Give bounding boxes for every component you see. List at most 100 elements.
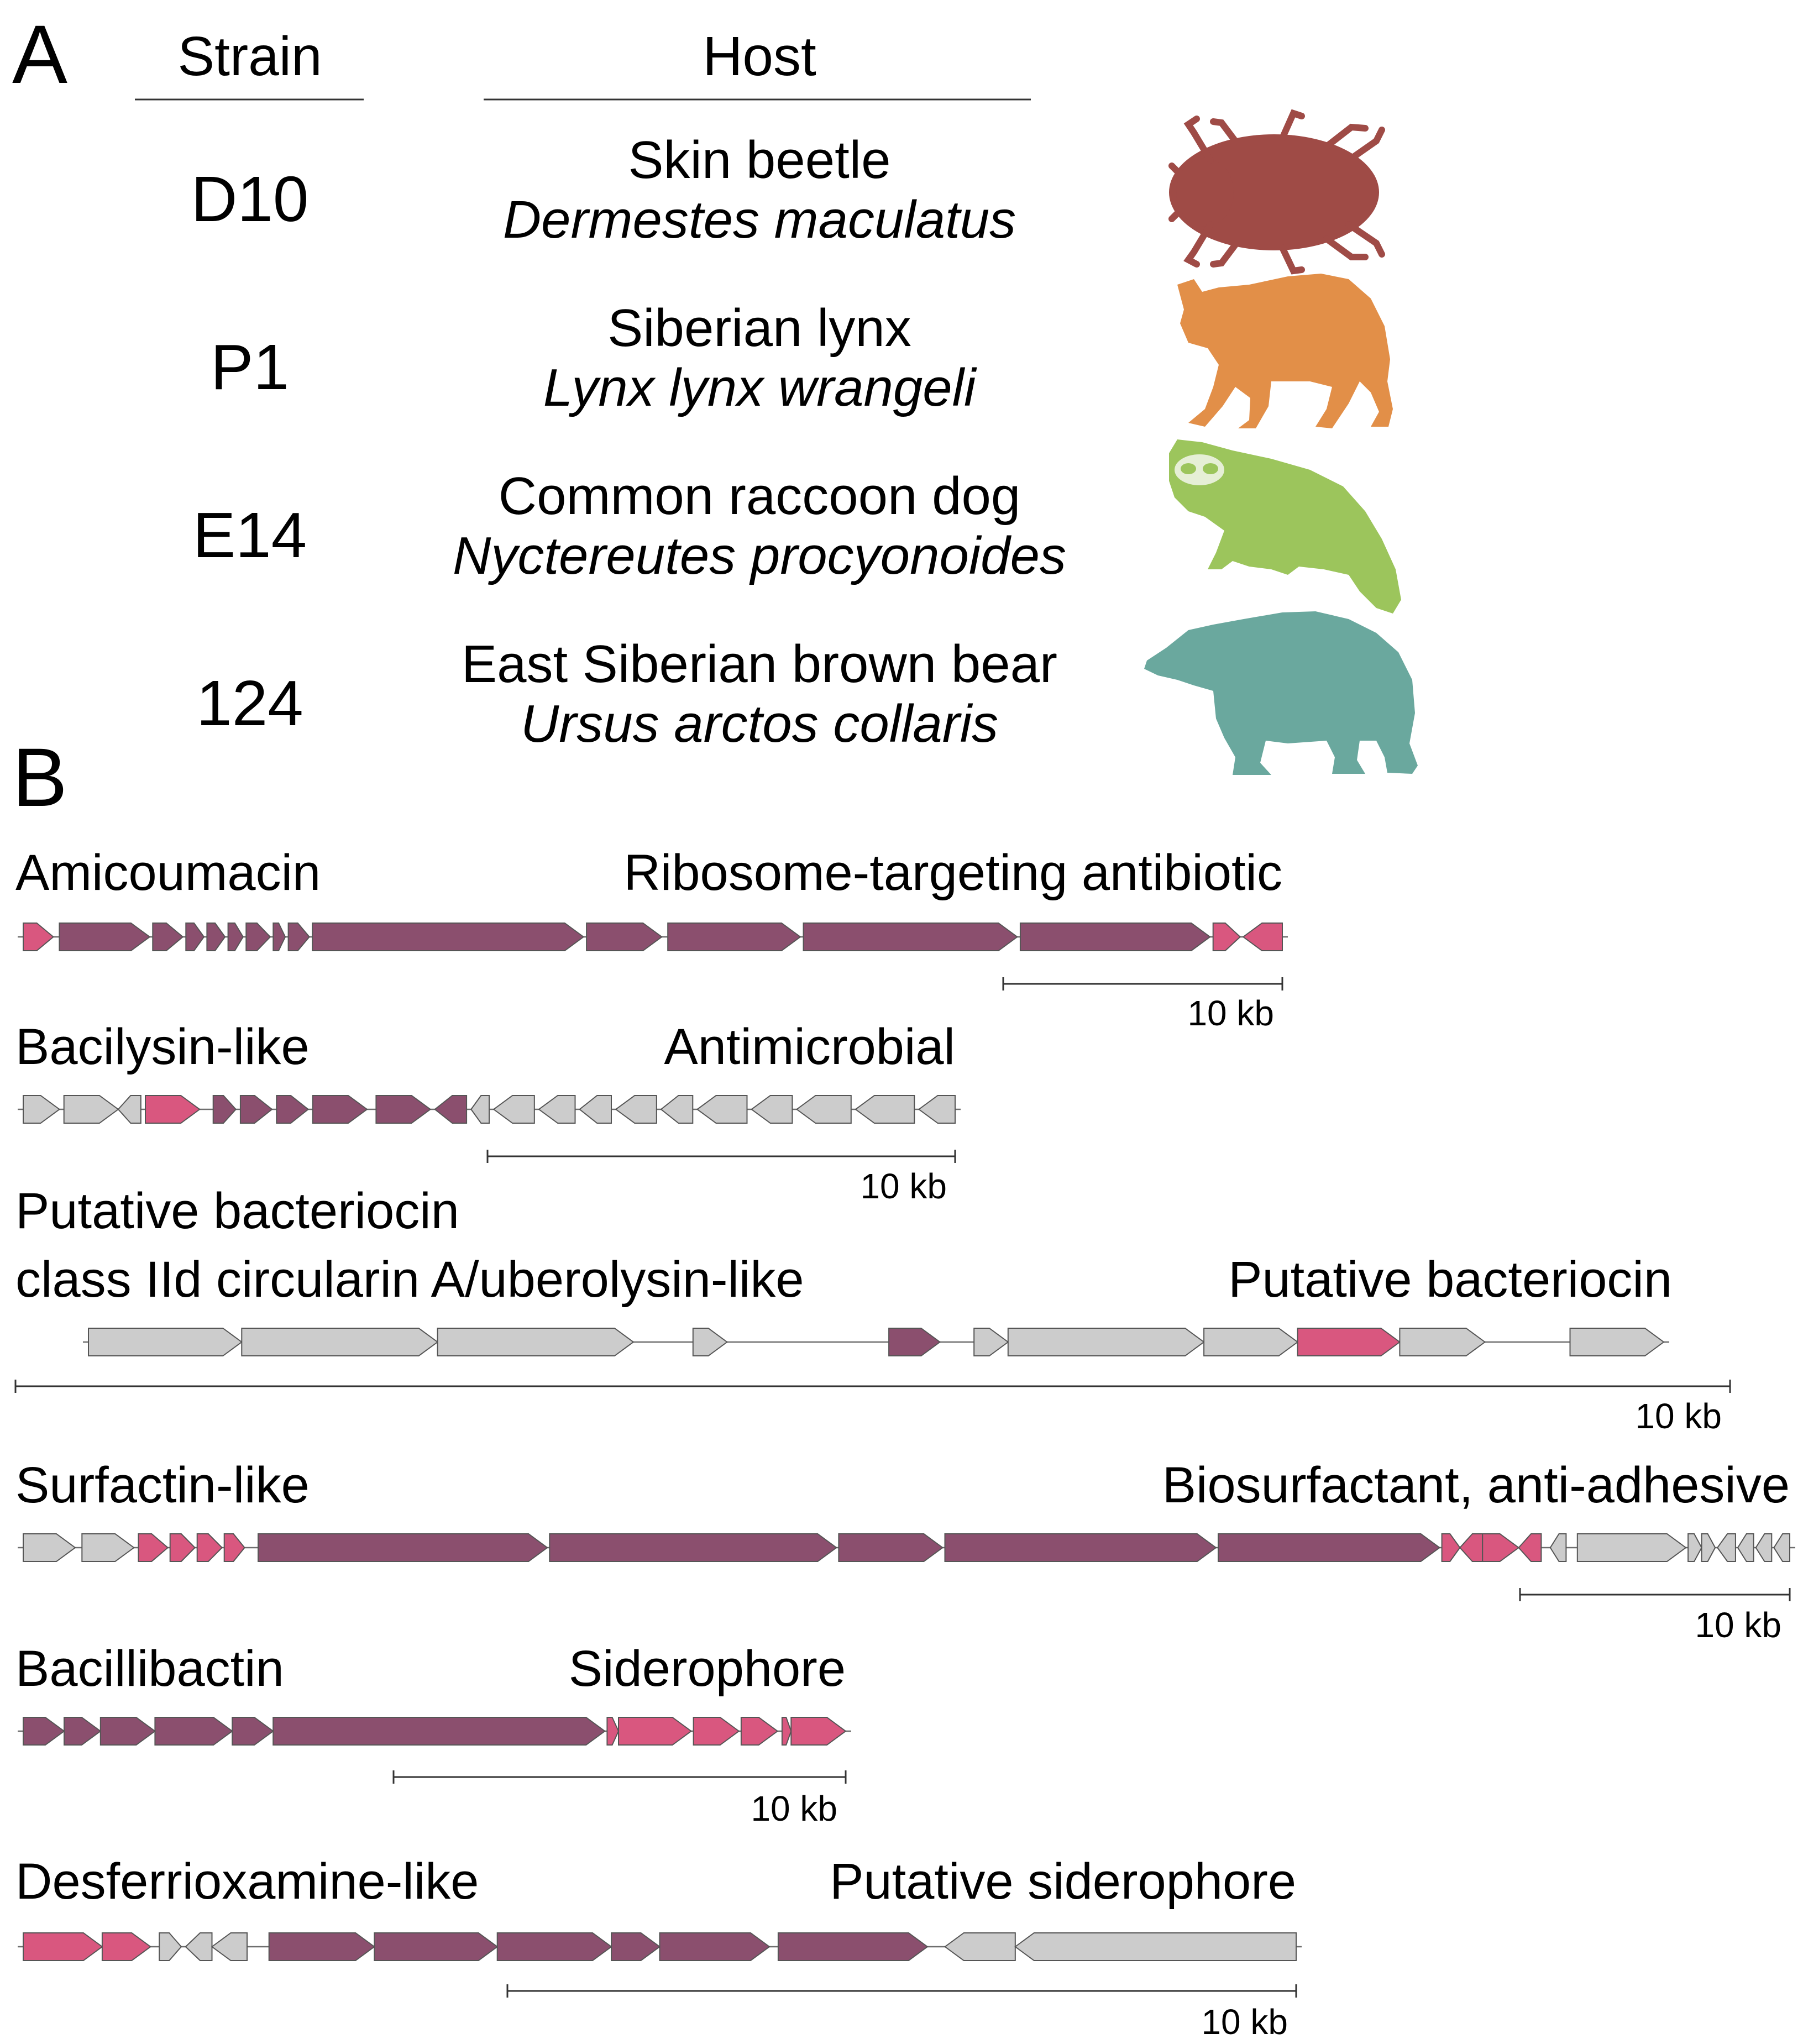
gene-arrow-other — [1399, 1328, 1486, 1356]
cluster-name-line1: Putative bacteriocin — [15, 1183, 459, 1239]
strain-id: 124 — [196, 667, 303, 739]
gene-track — [83, 1328, 1669, 1356]
gene-track — [18, 1095, 961, 1124]
gene-arrow-other — [88, 1328, 243, 1356]
gene-arrow-other — [615, 1095, 657, 1124]
gene-arrow-core — [239, 1095, 273, 1124]
gene-arrow-accessory — [138, 1533, 169, 1562]
gene-arrow-other — [470, 1095, 490, 1124]
host-row: P1 Siberian lynx Lynx lynx wrangeli — [211, 274, 1393, 428]
gene-arrow-accessory — [101, 1932, 151, 1961]
gene-track — [18, 1717, 851, 1746]
strain-id: P1 — [211, 331, 289, 403]
host-common-name: Siberian lynx — [607, 298, 911, 358]
raccoon-dog-icon — [1169, 439, 1401, 614]
gene-arrow-other — [579, 1095, 612, 1124]
gene-arrow-other — [23, 1095, 61, 1124]
gene-arrow-other — [492, 1095, 535, 1124]
gene-arrow-accessory — [169, 1533, 196, 1562]
cluster-activity: Putative bacteriocin — [1228, 1251, 1672, 1308]
host-scientific-name: Lynx lynx wrangeli — [543, 358, 977, 417]
gene-arrow-other — [1701, 1533, 1716, 1562]
panel-b-label: B — [12, 731, 67, 824]
strain-id: D10 — [191, 163, 309, 235]
gene-arrow-accessory — [1482, 1533, 1520, 1562]
gene-arrow-accessory — [223, 1533, 245, 1562]
cluster-name: Desferrioxamine-like — [15, 1853, 479, 1910]
host-row: D10 Skin beetle Dermestes maculatus — [191, 109, 1385, 275]
strain-column-header: Strain — [177, 25, 322, 87]
cluster-name: Bacilysin-like — [15, 1019, 310, 1075]
gene-cluster-desferrioxamine-like: Desferrioxamine-like Putative siderophor… — [15, 1853, 1302, 2042]
cluster-activity: Biosurfactant, anti-adhesive — [1162, 1457, 1790, 1513]
gene-arrow-core — [667, 923, 801, 951]
host-scientific-name: Ursus arctos collaris — [521, 694, 998, 753]
scale-label: 10 kb — [1187, 993, 1274, 1033]
host-row: 124 East Siberian brown bear Ursus arcto… — [196, 611, 1418, 775]
gene-arrow-core — [549, 1533, 837, 1562]
gene-arrow-other — [1576, 1533, 1687, 1562]
gene-arrow-core — [245, 923, 271, 951]
scale-label: 10 kb — [1695, 1605, 1781, 1645]
gene-arrow-core — [1019, 923, 1211, 951]
host-column-header: Host — [703, 25, 816, 87]
gene-track — [18, 1932, 1302, 1961]
gene-arrow-other — [855, 1095, 915, 1124]
gene-track — [18, 923, 1288, 951]
gene-arrow-core — [227, 923, 244, 951]
gene-arrow-other — [1014, 1932, 1297, 1961]
gene-arrow-other — [211, 1932, 248, 1961]
gene-arrow-core — [232, 1717, 274, 1746]
cluster-name: Surfactin-like — [15, 1457, 310, 1513]
gene-arrow-other — [692, 1328, 728, 1356]
gene-arrow-other — [81, 1533, 135, 1562]
gene-arrow-other — [185, 1932, 213, 1961]
gene-arrow-other — [1549, 1533, 1567, 1562]
gene-arrow-core — [944, 1533, 1217, 1562]
gene-cluster-bacilysin-like: Bacilysin-like Antimicrobial 10 kb — [15, 1019, 961, 1206]
scale-label: 10 kb — [1635, 1396, 1722, 1436]
scale-label: 10 kb — [1201, 2002, 1288, 2042]
gene-arrow-other — [795, 1095, 852, 1124]
gene-arrow-other — [117, 1095, 141, 1124]
gene-arrow-accessory — [693, 1717, 740, 1746]
scale-label: 10 kb — [751, 1789, 837, 1828]
gene-track — [18, 1533, 1795, 1562]
gene-arrow-other — [660, 1095, 694, 1124]
gene-arrow-core — [99, 1717, 156, 1746]
gene-arrow-core — [268, 1932, 375, 1961]
gene-arrow-accessory — [145, 1095, 201, 1124]
cluster-name: Amicoumacin — [15, 845, 321, 901]
gene-arrow-other — [1773, 1533, 1790, 1562]
host-scientific-name: Nyctereutes procyonoides — [453, 526, 1066, 585]
scale-label: 10 kb — [860, 1166, 947, 1206]
gene-arrow-core — [272, 1717, 606, 1746]
cluster-activity: Ribosome-targeting antibiotic — [623, 845, 1282, 901]
gene-arrow-other — [1755, 1533, 1773, 1562]
gene-arrow-core — [1218, 1533, 1441, 1562]
gene-cluster-putative-bacteriocin: Putative bacteriocin class IId circulari… — [14, 1183, 1731, 1436]
gene-arrow-accessory — [1297, 1328, 1401, 1356]
gene-arrow-other — [1569, 1328, 1665, 1356]
gene-arrow-accessory — [23, 1932, 103, 1961]
gene-arrow-other — [538, 1095, 576, 1124]
gene-arrow-core — [212, 1095, 237, 1124]
gene-arrow-other — [23, 1533, 76, 1562]
gene-cluster-surfactin-like: Surfactin-like Biosurfactant, anti-adhes… — [15, 1457, 1795, 1645]
host-common-name: East Siberian brown bear — [462, 635, 1057, 694]
gene-cluster-bacillibactin: Bacillibactin Siderophore 10 kb — [15, 1641, 851, 1828]
gene-arrow-core — [375, 1095, 432, 1124]
gene-arrow-core — [374, 1932, 499, 1961]
gene-arrow-core — [64, 1717, 102, 1746]
gene-arrow-core — [434, 1095, 468, 1124]
host-common-name: Common raccoon dog — [499, 467, 1020, 526]
cluster-activity: Siderophore — [569, 1641, 846, 1697]
gene-arrow-core — [23, 1717, 65, 1746]
cluster-name-line2: class IId circularin A/uberolysin-like — [15, 1251, 804, 1308]
gene-arrow-core — [272, 923, 286, 951]
bear-icon — [1144, 611, 1418, 775]
gene-arrow-other — [918, 1095, 956, 1124]
gene-arrow-other — [1737, 1533, 1754, 1562]
gene-arrow-accessory — [1242, 923, 1283, 951]
gene-arrow-accessory — [740, 1717, 779, 1746]
